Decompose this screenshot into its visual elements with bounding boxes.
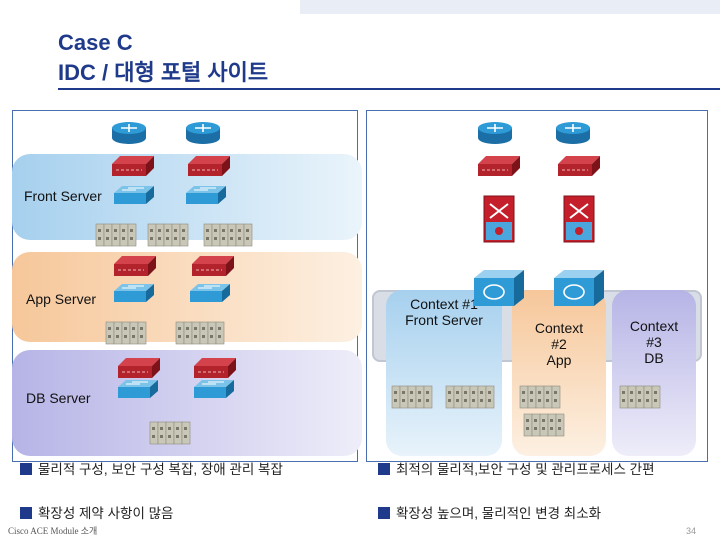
catalyst-switch-icon — [563, 195, 595, 243]
server-group-icon — [95, 223, 137, 247]
bullet-right-2: 확장성 높으며, 물리적인 변경 최소화 — [378, 504, 708, 524]
router-icon — [112, 122, 146, 144]
page-number: 34 — [686, 526, 697, 536]
bullet-right-1: 최적의 물리적,보안 구성 및 관리프로세스 간편 — [378, 460, 708, 480]
context-3-label: Context #3 DB — [629, 318, 679, 366]
firewall-icon — [558, 156, 600, 176]
context-2-label: Context #2 App — [534, 320, 584, 368]
zone-label-db: DB Server — [26, 390, 91, 406]
ace-module-icon — [474, 270, 524, 306]
context-1-zone: Context #1 Front Server — [386, 290, 502, 456]
title-line-2: IDC / 대형 포털 사이트 — [58, 60, 269, 85]
server-group-icon — [105, 321, 147, 345]
server-group-icon — [147, 223, 189, 247]
zone-label-front: Front Server — [24, 188, 102, 204]
switch-icon — [118, 380, 158, 398]
zone-label-app: App Server — [26, 291, 97, 307]
router-icon — [478, 122, 512, 144]
bullet-left-2: 확장성 제약 사항이 많음 — [20, 504, 350, 524]
context-1-label: Context #1 Front Server — [405, 296, 483, 328]
switch-icon — [186, 186, 226, 204]
server-group-icon — [523, 413, 565, 437]
bullet-marker-icon — [378, 507, 390, 519]
server-group-icon — [391, 385, 433, 409]
firewall-icon — [114, 256, 156, 276]
bullet-marker-icon — [20, 507, 32, 519]
firewall-icon — [118, 358, 160, 378]
firewall-icon — [194, 358, 236, 378]
context-3-zone: Context #3 DB — [612, 290, 696, 456]
router-icon — [556, 122, 590, 144]
bullet-right-1-text: 최적의 물리적,보안 구성 및 관리프로세스 간편 — [396, 462, 655, 477]
server-group-icon — [149, 421, 191, 445]
title-line-1: Case C — [58, 30, 133, 55]
firewall-icon — [112, 156, 154, 176]
bullet-right-2-text: 확장성 높으며, 물리적인 변경 최소화 — [396, 506, 602, 521]
server-group-icon — [203, 223, 253, 247]
bullet-marker-icon — [378, 463, 390, 475]
bullet-left-1: 물리적 구성, 보안 구성 복잡, 장애 관리 복잡 — [20, 460, 350, 480]
firewall-icon — [478, 156, 520, 176]
switch-icon — [114, 284, 154, 302]
bullet-left-1-text: 물리적 구성, 보안 구성 복잡, 장애 관리 복잡 — [38, 462, 283, 477]
switch-icon — [194, 380, 234, 398]
footer-text: Cisco ACE Module 소개 — [8, 526, 98, 536]
ace-module-icon — [554, 270, 604, 306]
top-bar-stripe — [300, 0, 720, 14]
title-divider — [58, 88, 720, 90]
server-group-icon — [445, 385, 495, 409]
top-bar — [0, 0, 720, 14]
firewall-icon — [188, 156, 230, 176]
switch-icon — [190, 284, 230, 302]
server-group-icon — [519, 385, 561, 409]
server-group-icon — [175, 321, 225, 345]
bullet-marker-icon — [20, 463, 32, 475]
router-icon — [186, 122, 220, 144]
switch-icon — [114, 186, 154, 204]
catalyst-switch-icon — [483, 195, 515, 243]
bullet-left-2-text: 확장성 제약 사항이 많음 — [38, 506, 174, 521]
server-group-icon — [619, 385, 661, 409]
firewall-icon — [192, 256, 234, 276]
page-title: Case C IDC / 대형 포털 사이트 — [58, 28, 268, 88]
